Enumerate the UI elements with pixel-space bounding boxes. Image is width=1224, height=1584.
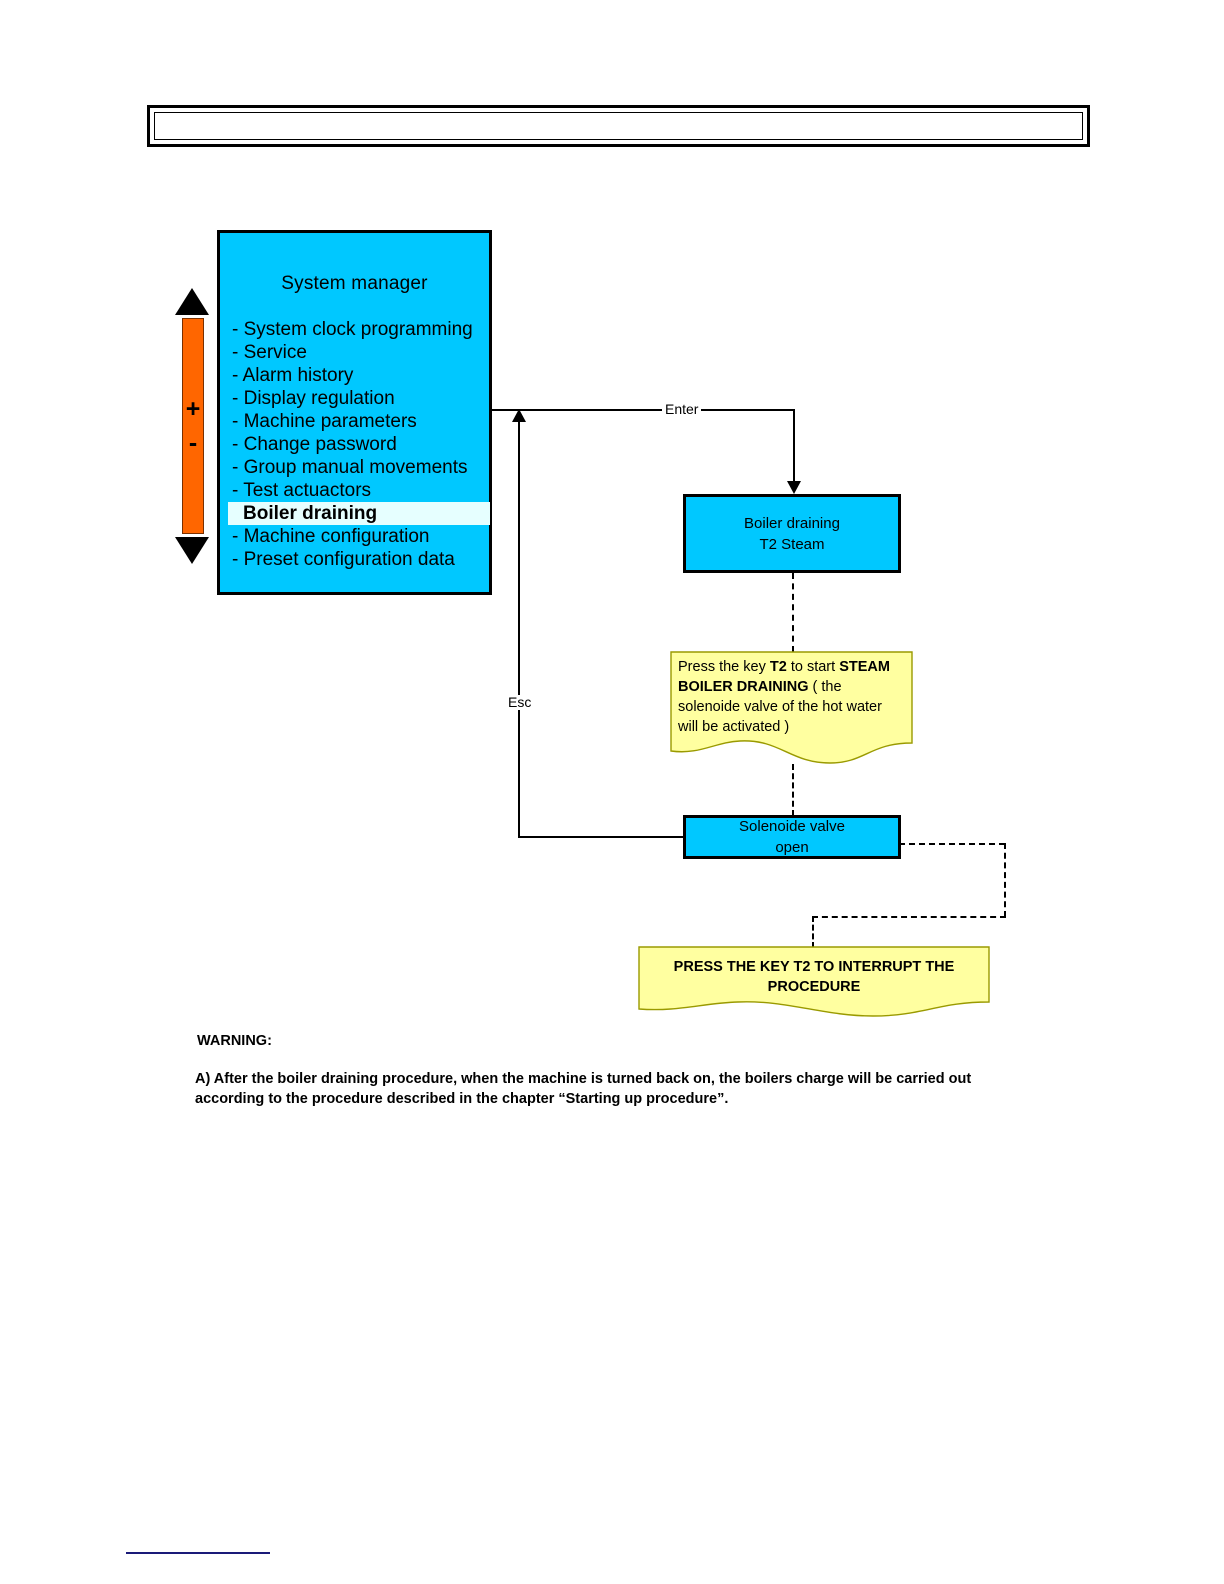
note-steam-seg-3: to start — [786, 659, 840, 675]
edge-label-enter: Enter — [662, 402, 702, 417]
note-steam-seg-4: STEAM BOILER DRAINING — [678, 659, 890, 695]
flow-box-boiler-draining: Boiler draining T2 Steam — [683, 494, 901, 573]
dotted-connector-solenoide-right — [899, 843, 1005, 845]
edge-label-esc: Esc — [505, 695, 535, 710]
menu-item-change-password[interactable]: - Change password — [232, 434, 397, 455]
warning-title: WARNING: — [197, 1033, 272, 1049]
enter-arrowhead-icon — [787, 481, 801, 494]
menu-item-alarm-history[interactable]: - Alarm history — [232, 365, 354, 386]
note-steam-seg-1: Press the key — [678, 659, 770, 675]
menu-item-system-clock-programming[interactable]: - System clock programming — [232, 319, 473, 340]
note-flag-shape — [638, 946, 990, 1017]
plus-icon[interactable]: + — [185, 395, 201, 423]
menu-item-boiler-draining[interactable]: Boiler draining — [228, 502, 490, 525]
menu-list: - System clock programming - Service - A… — [228, 318, 490, 571]
scroll-widget[interactable]: + - — [171, 288, 214, 564]
note-flag-shape — [670, 651, 913, 764]
note-steam-seg-2: T2 — [769, 659, 787, 675]
scroll-track[interactable]: + - — [182, 318, 204, 534]
header-banner — [147, 105, 1090, 147]
system-manager-panel: System manager - System clock programmin… — [217, 230, 492, 595]
menu-item-machine-parameters[interactable]: - Machine parameters — [232, 411, 417, 432]
menu-item-preset-configuration-data[interactable]: - Preset configuration data — [232, 549, 455, 570]
enter-connector-horizontal — [492, 409, 795, 411]
footer-rule — [126, 1552, 270, 1554]
menu-item-machine-configuration[interactable]: - Machine configuration — [232, 526, 430, 547]
note-steam-boiler-draining: Press the key T2 to start STEAM BOILER D… — [670, 651, 913, 765]
menu-item-service[interactable]: - Service — [232, 342, 307, 363]
esc-arrowhead-icon — [512, 409, 526, 422]
menu-item-group-manual-movements[interactable]: - Group manual movements — [232, 457, 468, 478]
note-steam-seg-5: ( the solenoide valve of the hot water w… — [678, 679, 882, 735]
flow-box-solenoide-valve-line1: Solenoide valve — [739, 818, 845, 835]
flow-box-boiler-draining-line2: T2 Steam — [759, 535, 825, 553]
flow-box-solenoide-valve-line2: open — [775, 839, 809, 856]
panel-title: System manager — [281, 273, 428, 294]
triangle-up-icon[interactable] — [175, 288, 209, 315]
dotted-connector-back-left — [812, 916, 1006, 918]
enter-connector-vertical — [793, 409, 795, 481]
dotted-connector-boiler-to-note — [792, 573, 794, 652]
dotted-connector-right-down — [1004, 843, 1006, 917]
warning-body: A) After the boiler draining procedure, … — [195, 1071, 972, 1107]
note-interrupt-text: PRESS THE KEY T2 TO INTERRUPT THE PROCED… — [673, 959, 955, 995]
esc-connector-vertical — [518, 422, 520, 838]
esc-connector-horizontal — [518, 836, 685, 838]
flow-box-solenoide-valve: Solenoide valve open — [683, 815, 901, 859]
note-interrupt-procedure: PRESS THE KEY T2 TO INTERRUPT THE PROCED… — [638, 946, 990, 1018]
dotted-connector-note-to-solenoide — [792, 764, 794, 816]
menu-item-test-actuactors[interactable]: - Test actuactors — [232, 480, 372, 501]
menu-item-display-regulation[interactable]: - Display regulation — [232, 388, 395, 409]
dotted-connector-down-to-interrupt-note — [812, 916, 814, 948]
flow-box-boiler-draining-line1: Boiler draining — [744, 514, 840, 532]
minus-icon[interactable]: - — [188, 429, 198, 457]
note-steam-text: Press the key T2 to start STEAM BOILER D… — [678, 657, 906, 737]
triangle-down-icon[interactable] — [175, 537, 209, 564]
header-banner-inner — [154, 112, 1083, 140]
